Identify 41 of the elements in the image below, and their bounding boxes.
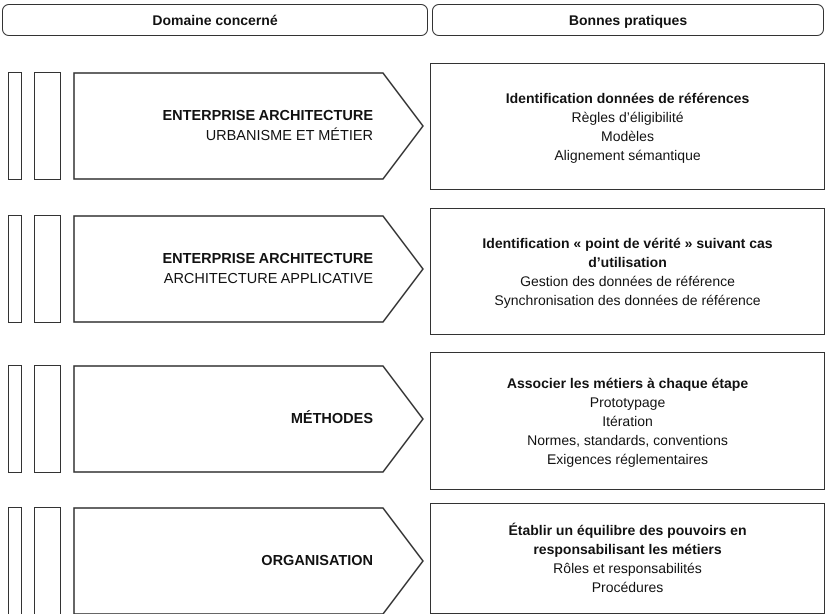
chevron-shape [73, 365, 425, 473]
practice-heading: Identification données de références [506, 88, 750, 108]
domain-title: ORGANISATION [261, 552, 373, 571]
bar-shape [8, 215, 22, 323]
chevron-shape [73, 72, 425, 180]
bar-shape [8, 507, 22, 614]
practice-item: Normes, standards, conventions [527, 430, 728, 450]
practice-item: Alignement sémantique [554, 146, 701, 164]
bar-shape [34, 507, 61, 614]
bar-shape [8, 72, 22, 180]
column-header [2, 4, 428, 36]
practice-item: Synchronisation des données de référence [494, 290, 761, 310]
practice-item: Exigences réglementaires [546, 450, 708, 468]
domain-title: ENTERPRISE ARCHITECTURE [162, 107, 373, 126]
header-text: Domaine concerné [152, 12, 278, 28]
practice-item: Règles d’éligibilité [571, 108, 684, 126]
practice-box [430, 208, 825, 335]
practice-heading: Associer les métiers à chaque étape [506, 374, 748, 392]
practice-item: Itération [602, 412, 653, 430]
domain-subtitle: ARCHITECTURE APPLICATIVE [164, 270, 373, 289]
practice-box [430, 503, 825, 614]
practice-item: Prototypage [590, 392, 666, 412]
practice-item: Procédures [592, 578, 664, 596]
bar-shape [8, 365, 22, 473]
practice-item: Gestion des données de référence [520, 272, 735, 290]
chevron-shape [73, 215, 425, 323]
practice-box [430, 63, 825, 190]
domain-title: MÉTHODES [290, 409, 373, 429]
bar-shape [34, 72, 61, 180]
bar-shape [34, 365, 61, 473]
practice-item: Rôles et responsabilités [553, 558, 702, 578]
chevron-shape [73, 507, 425, 614]
column-header [432, 4, 824, 36]
header-text: Bonnes pratiques [568, 12, 688, 28]
practice-item: Modèles [601, 126, 654, 146]
domain-title: ENTERPRISE ARCHITECTURE [162, 250, 373, 269]
domain-subtitle: URBANISME ET MÉTIER [206, 126, 373, 146]
practice-box [430, 352, 825, 490]
practice-heading: Établir un équilibre des pouvoirs en responsabilisant les métiers [507, 520, 748, 558]
bar-shape [34, 215, 61, 323]
practice-heading: Identification « point de vérité » suivant cas d’utilisation [481, 234, 774, 272]
